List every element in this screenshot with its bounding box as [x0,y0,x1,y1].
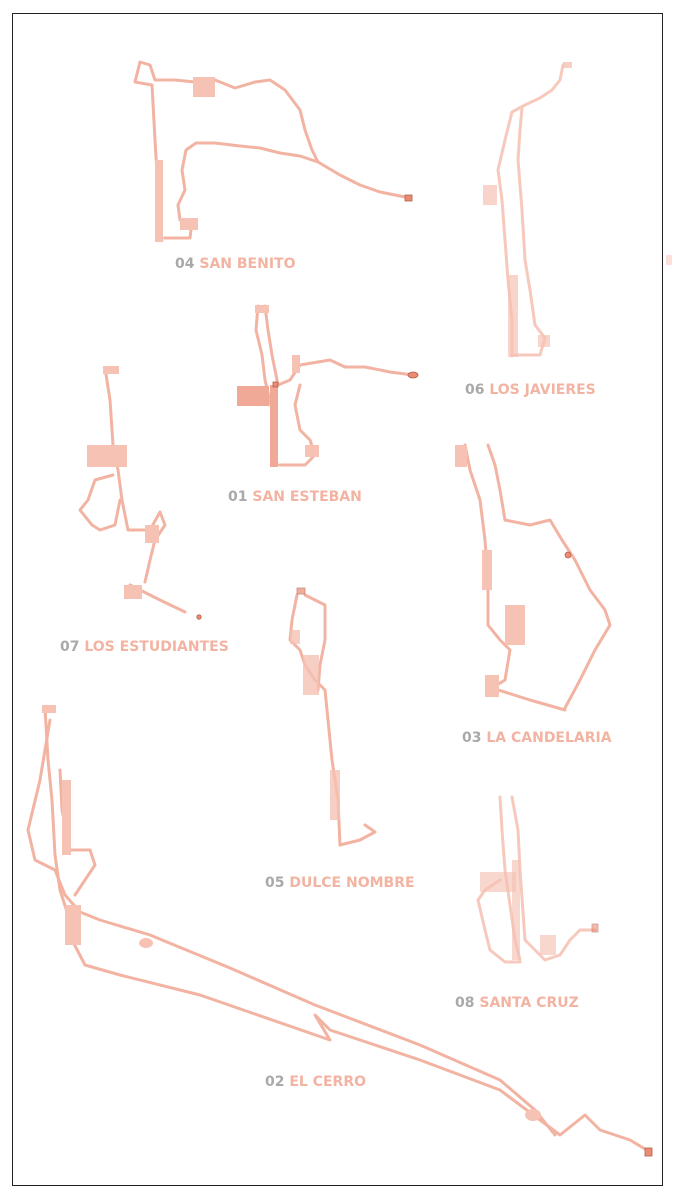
route-06-path [483,62,672,358]
route-01-path [237,304,419,467]
route-name: LOS JAVIERES [489,382,596,398]
route-label-01: 01 SAN ESTEBAN [228,489,362,505]
route-08-path [476,795,599,964]
route-name: SAN ESTEBAN [252,489,362,505]
route-label-07: 07 LOS ESTUDIANTES [60,639,229,655]
route-label-02: 02 EL CERRO [265,1074,366,1090]
route-03-path [455,443,612,712]
route-number: 01 [228,489,248,505]
route-04-path [133,60,413,242]
route-number: 04 [175,256,195,272]
route-label-06: 06 LOS JAVIERES [465,382,596,398]
route-label-08: 08 SANTA CRUZ [455,995,579,1011]
route-number: 02 [265,1074,285,1090]
route-number: 06 [465,382,485,398]
route-name: EL CERRO [289,1074,367,1090]
route-label-04: 04 SAN BENITO [175,256,295,272]
route-name: LOS ESTUDIANTES [84,639,229,655]
route-02-path [26,705,653,1157]
route-07-path [78,366,202,620]
route-label-03: 03 LA CANDELARIA [462,730,612,746]
map-frame [12,13,663,1186]
route-label-05: 05 DULCE NOMBRE [265,875,415,891]
route-number: 07 [60,639,80,655]
route-name: DULCE NOMBRE [289,875,415,891]
route-number: 05 [265,875,285,891]
route-name: LA CANDELARIA [486,730,612,746]
route-number: 03 [462,730,482,746]
route-name: SANTA CRUZ [479,995,579,1011]
route-05-path [288,587,377,847]
route-number: 08 [455,995,475,1011]
route-name: SAN BENITO [199,256,296,272]
